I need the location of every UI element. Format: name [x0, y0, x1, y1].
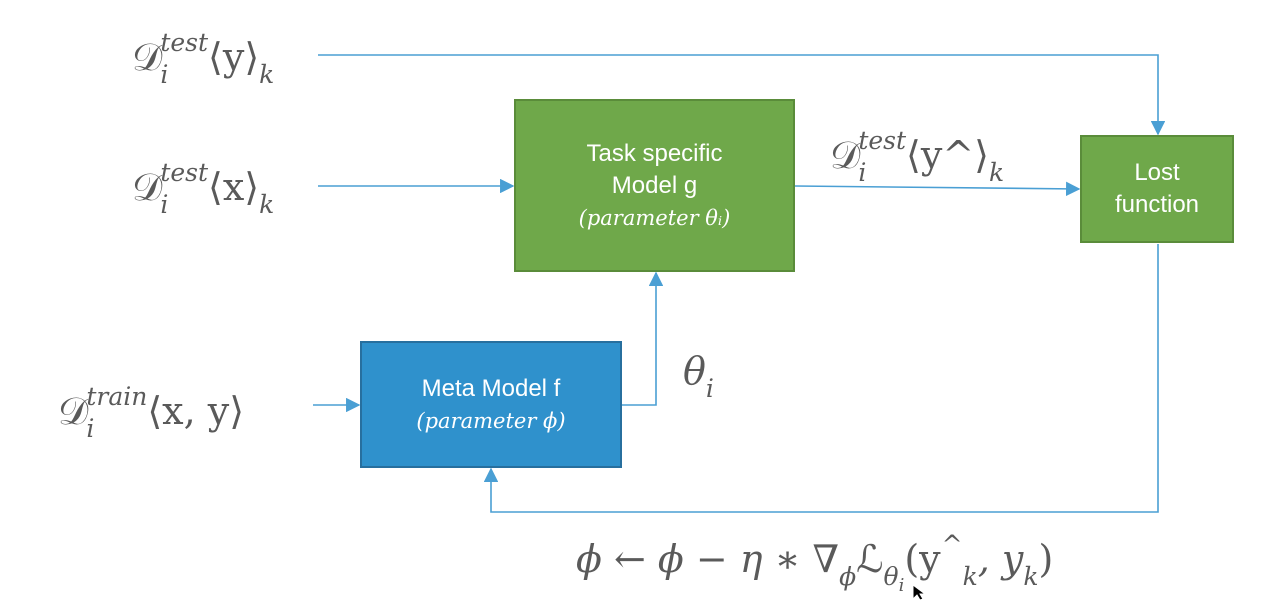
arrow-task-model-to-loss	[794, 181, 1081, 197]
meta-model-box: Meta Model f (parameter ϕ)	[360, 341, 622, 468]
task-specific-model-box: Task specific Model g (parameter θᵢ)	[514, 99, 795, 272]
loss-function-box: Lost function	[1080, 135, 1234, 243]
mouse-pointer-icon	[912, 584, 927, 600]
input-test-y-label: 𝒟itest⟨y⟩k	[132, 28, 275, 89]
arrow-test-y-to-loss	[318, 54, 1166, 136]
cropped-watermark-fragment	[62, 585, 292, 600]
theta-label: θi	[683, 349, 714, 403]
arrow-loss-to-meta-model	[483, 244, 1159, 513]
loss-box-line1: Lost	[1134, 159, 1180, 186]
prediction-label: 𝒟itest⟨y^⟩k	[830, 126, 1005, 187]
arrow-meta-to-task-model	[622, 271, 664, 406]
update-rule-equation: ϕ ← ϕ − η ∗ ∇ϕℒθi(y^k, yk)	[576, 530, 1054, 596]
cropped-watermark-shape	[62, 596, 292, 600]
task-model-title: Task specific	[586, 139, 723, 167]
input-train-label: 𝒟itrain⟨x, y⟩	[58, 382, 245, 443]
task-model-subtitle: Model g	[611, 171, 698, 199]
meta-model-parameter: (parameter ϕ)	[416, 408, 566, 433]
loss-box-line2: function	[1114, 191, 1200, 218]
input-test-x-label: 𝒟itest⟨x⟩k	[132, 158, 275, 219]
task-model-parameter: (parameter θᵢ)	[578, 205, 731, 230]
meta-model-title: Meta Model f	[421, 374, 561, 402]
